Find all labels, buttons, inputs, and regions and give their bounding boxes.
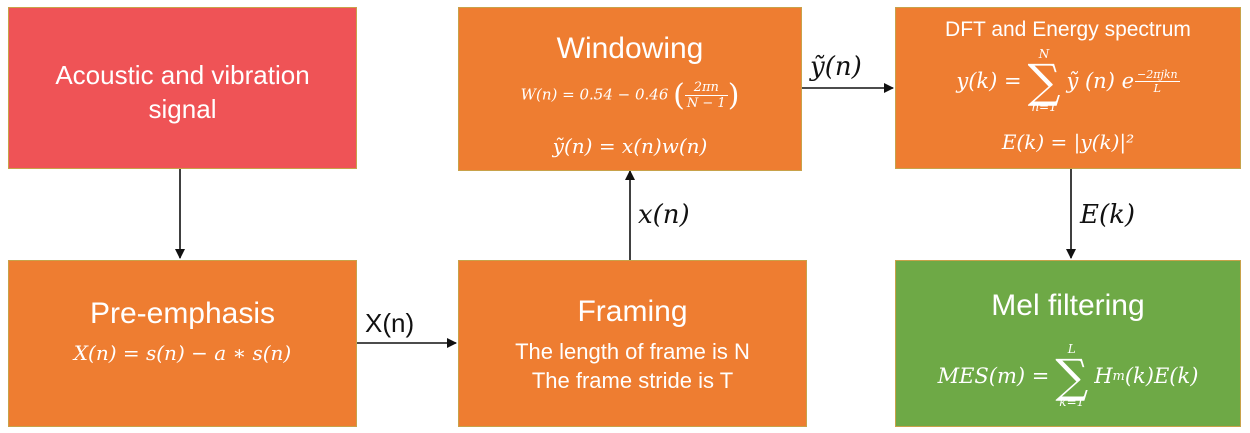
mel-sum-top: L: [1067, 342, 1076, 356]
node-framing-line1: The length of frame is N: [515, 339, 750, 364]
node-acoustic-title-line1: Acoustic and vibration: [55, 60, 310, 90]
dft-sum-top: N: [1038, 47, 1050, 61]
node-mel-title: Mel filtering: [991, 289, 1145, 322]
node-dft-formula2: E(k) = |y(k)|²: [1001, 130, 1135, 154]
windowing-paren-close: ): [727, 78, 740, 113]
node-dft-title: DFT and Energy spectrum: [945, 18, 1191, 41]
edge-label-Xn-text: X(n): [365, 308, 415, 338]
windowing-formula1-lhs: W(n) = 0.54 − 0.46: [520, 85, 669, 104]
node-preemphasis-title: Pre-emphasis: [89, 297, 276, 330]
node-framing-line2: The frame stride is T: [531, 368, 734, 393]
node-acoustic-title: Acoustic and vibration signal: [9, 58, 356, 126]
dft-sum-symbol: ∑: [1027, 54, 1061, 108]
node-framing: Framing The length of frame is N The fra…: [458, 260, 807, 427]
edge-label-yn-text: ỹ(n): [810, 52, 862, 82]
dft-formula1-term: ỹ (n) e: [1066, 69, 1135, 93]
edge-label-Xn: X(n): [365, 308, 414, 339]
mel-sum-bottom: k=1: [1059, 395, 1085, 409]
mel-term-sub: m: [1112, 368, 1125, 384]
dft-exp-num: −2πjkn: [1135, 67, 1180, 82]
node-acoustic-signal: Acoustic and vibration signal: [8, 7, 357, 169]
mel-term-rest: (k)E(k): [1124, 364, 1199, 388]
edge-label-yn: ỹ(n): [810, 52, 862, 82]
mel-sum-symbol: ∑: [1055, 349, 1089, 403]
dft-formula1-lhs: y(k) =: [956, 69, 1022, 93]
node-windowing-formula2: ỹ(n) = x(n)w(n): [552, 134, 708, 158]
mel-term-H: H: [1094, 364, 1113, 388]
node-windowing-title: Windowing: [556, 32, 704, 65]
edge-label-Ek-text: E(k): [1080, 200, 1136, 230]
mel-formula-lhs: MES(m) =: [937, 364, 1050, 388]
windowing-frac-den: N − 1: [686, 96, 726, 111]
edge-label-xn: x(n): [638, 200, 690, 230]
node-preemphasis-formula: X(n) = s(n) − a ∗ s(n): [73, 341, 292, 365]
windowing-paren-open: (: [673, 78, 685, 113]
edge-label-Ek: E(k): [1080, 200, 1135, 230]
dft-sum-bottom: n=1: [1031, 100, 1057, 114]
node-dft-formula1: y(k) = N ∑ n=1 ỹ (n) e −2πjkn L: [896, 42, 1240, 120]
node-preemphasis: Pre-emphasis X(n) = s(n) − a ∗ s(n): [8, 260, 357, 427]
node-dft-energy: DFT and Energy spectrum y(k) = N ∑ n=1 ỹ…: [895, 7, 1241, 169]
dft-exponent: −2πjkn L: [1135, 68, 1180, 95]
mel-sum: L ∑ k=1: [1055, 343, 1088, 409]
dft-exp-den: L: [1153, 81, 1161, 95]
edge-label-xn-text: x(n): [638, 200, 690, 230]
node-framing-title: Framing: [577, 295, 688, 328]
dft-sum: N ∑ n=1: [1028, 48, 1061, 114]
windowing-frac-num: 2πn: [684, 80, 728, 96]
node-acoustic-title-line2: signal: [148, 94, 217, 124]
